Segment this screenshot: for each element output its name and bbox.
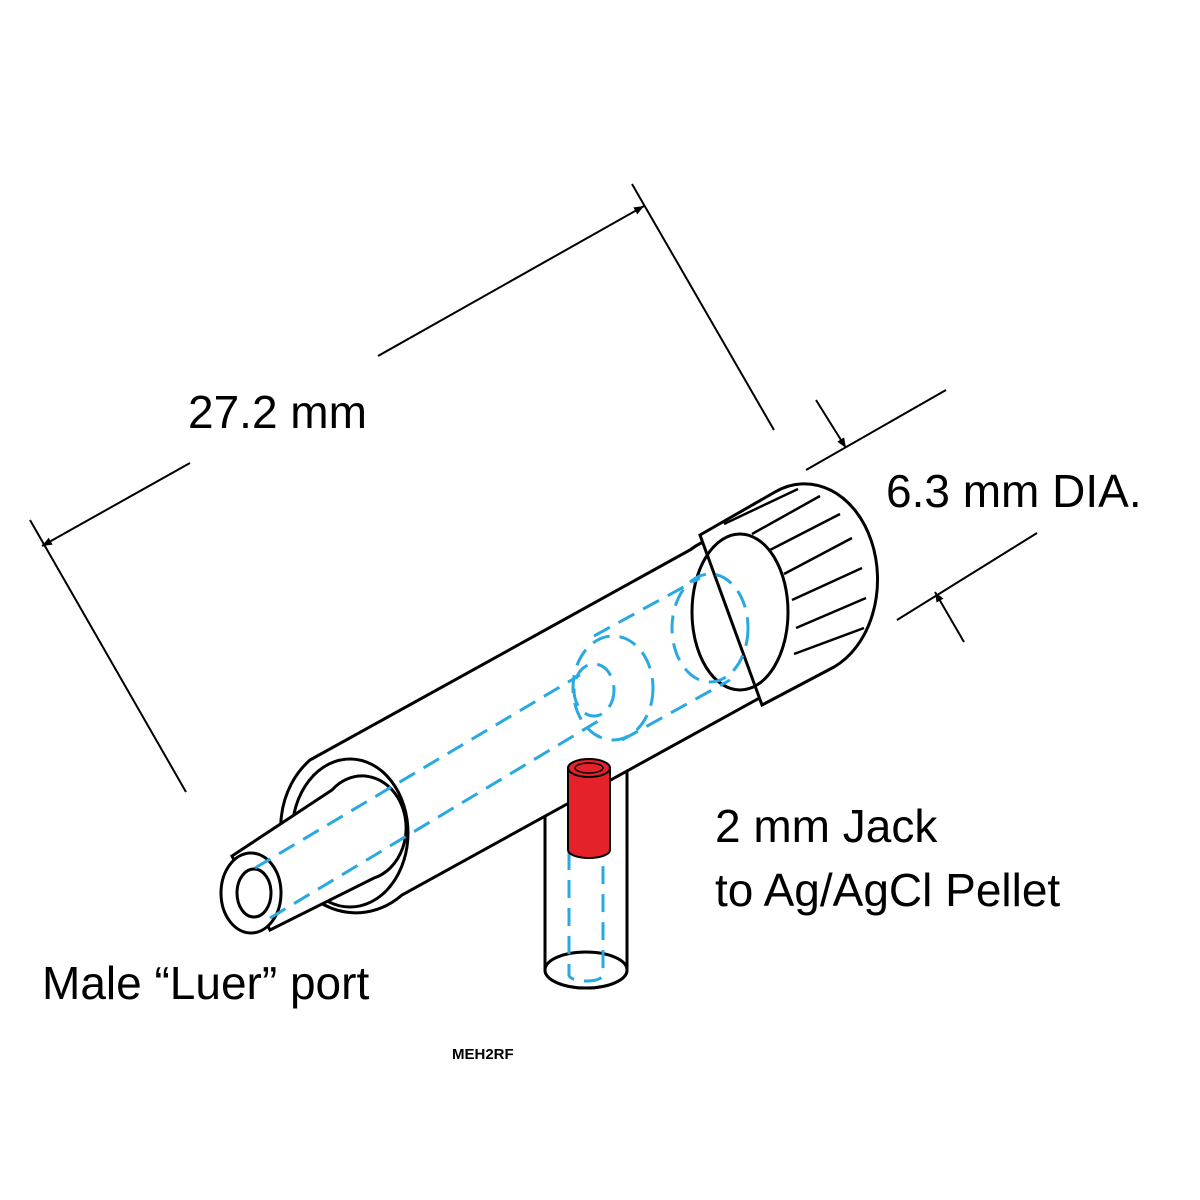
cap-outline xyxy=(698,482,879,708)
length-dimension-line-right xyxy=(377,205,645,357)
chamber-line-bottom xyxy=(621,678,731,742)
jack-socket-top xyxy=(567,758,611,778)
cap-knurl-ridges xyxy=(723,487,867,656)
bore-line-upper xyxy=(254,673,581,870)
chamber-ring-large xyxy=(670,572,750,684)
knurl-ridge xyxy=(723,487,799,526)
bore-line-lower xyxy=(269,718,601,920)
cap-inner-edge xyxy=(690,532,790,692)
jack-socket xyxy=(567,758,611,859)
length-dimension-line-left xyxy=(41,462,191,547)
knurl-ridge xyxy=(795,596,867,630)
luer-end-inner xyxy=(235,867,273,919)
diameter-arrow-top xyxy=(815,399,847,449)
knurl-ridge xyxy=(769,512,841,552)
chamber-ring-mid xyxy=(571,634,655,742)
knurl-ridge xyxy=(751,494,821,536)
luer-tip xyxy=(219,774,408,935)
diameter-extension-bottom xyxy=(896,532,1038,621)
knurl-ridge xyxy=(791,566,863,602)
jack-callout-line2: to Ag/AgCl Pellet xyxy=(715,864,1061,916)
length-dimension xyxy=(29,183,775,793)
jack-callout-line1: 2 mm Jack xyxy=(715,800,938,852)
model-number: MEH2RF xyxy=(452,1046,514,1063)
diameter-extension-top xyxy=(805,389,947,471)
diameter-dimension xyxy=(805,389,1038,643)
jack-pin-hidden-bore xyxy=(567,740,605,983)
luer-port-callout: Male “Luer” port xyxy=(42,957,370,1009)
jack-socket-top-hole xyxy=(574,762,604,774)
length-extension-right xyxy=(631,183,775,431)
diameter-arrow-bottom xyxy=(934,591,965,643)
jack-socket-body xyxy=(567,767,611,859)
knurl-ridge xyxy=(783,536,853,576)
length-label: 27.2 mm xyxy=(188,386,367,438)
chamber-line-top xyxy=(593,576,701,638)
hidden-internal-lines xyxy=(254,572,750,920)
jack-pin-end xyxy=(543,950,629,990)
knurl-ridge xyxy=(793,626,865,656)
knurled-cap xyxy=(690,482,879,708)
length-extension-left xyxy=(29,519,187,793)
diameter-label: 6.3 mm DIA. xyxy=(886,465,1142,517)
